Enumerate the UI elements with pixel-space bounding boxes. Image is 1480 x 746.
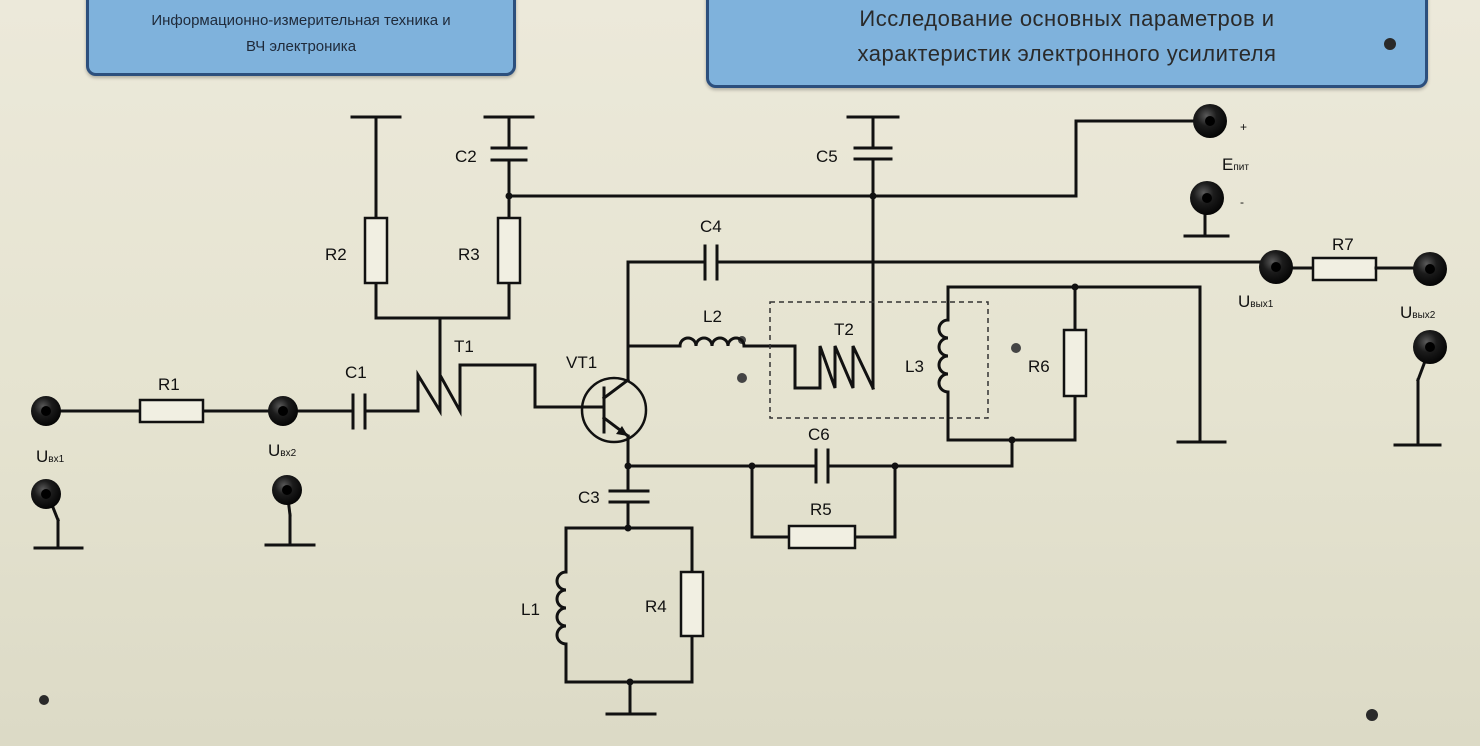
- jack-uvx1-ground[interactable]: [31, 479, 61, 509]
- screw: [1366, 709, 1378, 721]
- subject-line-2: ВЧ электроника: [245, 38, 357, 55]
- label-plus: +: [1240, 120, 1247, 134]
- svg-text:Uвх2: Uвх2: [268, 441, 297, 460]
- title-line-1: Исследование основных параметров и: [859, 6, 1275, 31]
- label-r7: R7: [1332, 235, 1354, 254]
- label-r4: R4: [645, 597, 667, 616]
- label-r3: R3: [458, 245, 480, 264]
- title-line-2: характеристик электронного усилителя: [857, 41, 1277, 66]
- label-minus: -: [1240, 195, 1244, 209]
- bias-network: [350, 115, 535, 377]
- label-c5: C5: [816, 147, 838, 166]
- inductor-l2: L2: [626, 307, 797, 348]
- resistor-r6: R6: [1028, 328, 1088, 398]
- transformer-t1: T1: [416, 337, 585, 417]
- capacitor-c2: C2: [455, 146, 528, 166]
- inductor-l1: L1: [521, 570, 568, 646]
- emitter-feedback: [624, 462, 1014, 539]
- label-l2: L2: [703, 307, 722, 326]
- label-c6: C6: [808, 425, 830, 444]
- resistor-r7: R7: [1276, 235, 1427, 282]
- emitter-tank: [564, 524, 694, 716]
- jack-epit-plus[interactable]: [1193, 104, 1227, 138]
- svg-text:Eпит: Eпит: [1222, 155, 1249, 174]
- label-c1: C1: [345, 363, 367, 382]
- subject-plate: Информационно-измерительная техника и ВЧ…: [86, 0, 516, 76]
- capacitor-c4: C4: [626, 217, 1267, 281]
- label-t2: T2: [834, 320, 854, 339]
- screw: [39, 695, 49, 705]
- label-uvx1: Uвх1: [36, 447, 65, 466]
- label-r5: R5: [810, 500, 832, 519]
- capacitor-c6: C6: [808, 425, 830, 484]
- capacitor-c5: C5: [816, 115, 900, 390]
- label-c2: C2: [455, 147, 477, 166]
- jack-uvx2-ground[interactable]: [272, 475, 302, 505]
- label-epit: Eпит: [1222, 155, 1249, 174]
- label-uvyx2: Uвых2: [1400, 303, 1436, 322]
- label-c3: C3: [578, 488, 600, 507]
- resistor-r3: R3: [458, 216, 522, 285]
- label-l1: L1: [521, 600, 540, 619]
- label-vt1: VT1: [566, 353, 597, 372]
- inductor-l3: L3: [905, 318, 950, 394]
- jack-epit-minus[interactable]: [1190, 181, 1224, 215]
- screw: [1011, 343, 1021, 353]
- resistor-r5: R5: [787, 500, 857, 550]
- title-plate: Исследование основных параметров и харак…: [706, 0, 1428, 88]
- label-uvyx1: Uвых1: [1238, 292, 1274, 311]
- transformer-t2: T2: [769, 301, 989, 419]
- label-r6: R6: [1028, 357, 1050, 376]
- label-l3: L3: [905, 357, 924, 376]
- subject-line-1: Информационно-измерительная техника и: [151, 12, 451, 29]
- label-r1: R1: [158, 375, 180, 394]
- screw: [1384, 38, 1396, 50]
- svg-text:Uвх1: Uвх1: [36, 447, 65, 466]
- capacitor-c1: C1: [345, 363, 367, 430]
- screw: [737, 373, 747, 383]
- output-tank: [946, 283, 1227, 468]
- resistor-r2: R2: [325, 216, 389, 285]
- transistor-vt1: VT1: [566, 260, 648, 468]
- jack-uvyx1[interactable]: [1259, 250, 1293, 284]
- jack-uvx1[interactable]: [31, 396, 61, 426]
- label-t1: T1: [454, 337, 474, 356]
- label-c4: C4: [700, 217, 722, 236]
- jack-uvyx2[interactable]: [1413, 252, 1447, 286]
- svg-text:Uвых1: Uвых1: [1238, 292, 1274, 311]
- resistor-r4: R4: [645, 570, 705, 638]
- svg-text:Uвых2: Uвых2: [1400, 303, 1436, 322]
- input-grounds: [33, 488, 316, 550]
- supply-bus: [505, 119, 1230, 238]
- capacitor-c3: C3: [578, 464, 650, 530]
- jack-uvyx2-ground[interactable]: [1413, 330, 1447, 364]
- label-r2: R2: [325, 245, 347, 264]
- label-uvx2: Uвх2: [268, 441, 297, 460]
- jack-uvx2[interactable]: [268, 396, 298, 426]
- resistor-r1: R1: [138, 375, 205, 424]
